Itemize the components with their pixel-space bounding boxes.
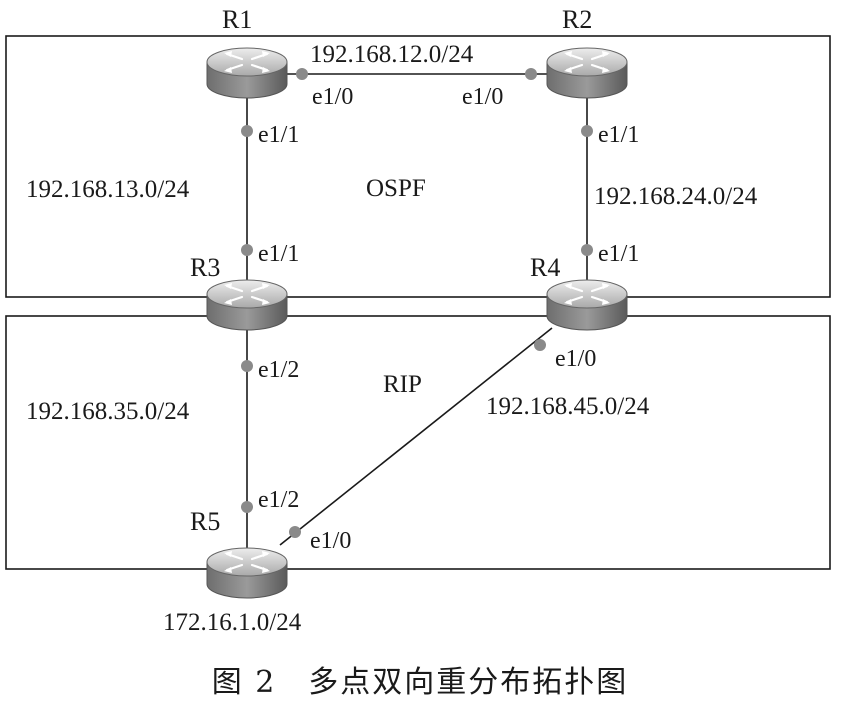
network-r3-r5: 192.168.35.0/24	[26, 398, 190, 425]
network-r1-r2: 192.168.12.0/24	[310, 41, 474, 68]
router-r3-label: R3	[190, 253, 220, 282]
port-r3-e12	[241, 360, 253, 372]
iface-r4-e10: e1/0	[555, 346, 596, 372]
iface-r5-e12: e1/2	[258, 487, 299, 513]
port-r5-e12	[241, 501, 253, 513]
rip-area-box	[5, 315, 831, 570]
router-r2-icon	[545, 46, 629, 100]
router-r4-label: R4	[530, 253, 560, 282]
port-r1-e10	[296, 68, 308, 80]
ospf-area-box	[5, 35, 831, 298]
router-r5-icon	[205, 546, 289, 600]
iface-r2-e11: e1/1	[598, 122, 639, 148]
router-r3-icon	[205, 278, 289, 332]
link-r4-r5	[279, 327, 553, 546]
network-r5-lan: 172.16.1.0/24	[163, 609, 302, 636]
iface-r5-e10: e1/0	[310, 528, 351, 554]
network-r4-r5: 192.168.45.0/24	[486, 393, 650, 420]
iface-r4-e11: e1/1	[598, 241, 639, 267]
port-r3-e11	[241, 244, 253, 256]
router-r1-label: R1	[222, 5, 252, 34]
network-r2-r4: 192.168.24.0/24	[594, 183, 758, 210]
ospf-area-label: OSPF	[366, 175, 426, 202]
iface-r3-e12: e1/2	[258, 357, 299, 383]
port-r4-e11	[581, 244, 593, 256]
port-r4-e10	[534, 339, 546, 351]
port-r1-e11	[241, 125, 253, 137]
iface-r1-e10: e1/0	[312, 84, 353, 110]
figure-caption: 图 2 多点双向重分布拓扑图	[212, 665, 629, 700]
port-r5-e10	[289, 526, 301, 538]
iface-r2-e10: e1/0	[462, 84, 503, 110]
router-r4-icon	[545, 278, 629, 332]
network-r1-r3: 192.168.13.0/24	[26, 176, 190, 203]
rip-area-label: RIP	[383, 371, 422, 398]
router-r1-icon	[205, 46, 289, 100]
router-r5-label: R5	[190, 507, 220, 536]
iface-r1-e11: e1/1	[258, 122, 299, 148]
port-r2-e10	[525, 68, 537, 80]
port-r2-e11	[581, 125, 593, 137]
iface-r3-e11: e1/1	[258, 241, 299, 267]
router-r2-label: R2	[562, 5, 592, 34]
